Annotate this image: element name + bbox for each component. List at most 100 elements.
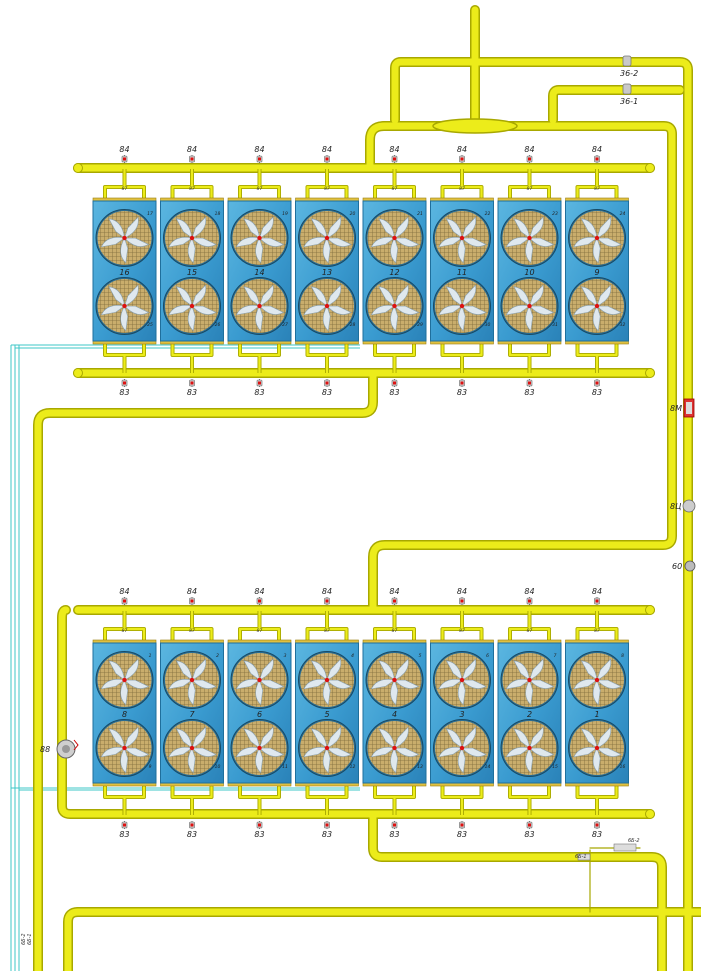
valve-60[interactable]: 60 (672, 560, 696, 572)
return-valve[interactable]: 83 (322, 821, 332, 839)
return-valve[interactable]: 83 (389, 821, 400, 839)
fan-icon (365, 277, 424, 335)
valve-label-84: 84 (187, 145, 197, 154)
supply-valve[interactable]: 84 (592, 145, 602, 163)
valve-label-84: 84 (592, 587, 602, 596)
supply-valve[interactable]: 84 (524, 145, 535, 163)
fan-number: 8 (621, 653, 624, 659)
return-valve[interactable]: 83 (187, 821, 197, 839)
return-valve[interactable]: 83 (389, 379, 400, 397)
fan-number: 23 (552, 211, 558, 217)
fan-number: 2 (216, 653, 219, 659)
fan-number: 7 (554, 653, 557, 659)
return-valve[interactable]: 83 (457, 821, 467, 839)
supply-valve[interactable]: 84 (322, 587, 332, 605)
unit-number: 8 (122, 710, 127, 719)
valve-label-83: 83 (457, 830, 467, 839)
return-valve[interactable]: 83 (457, 379, 467, 397)
supply-valve[interactable]: 84 (254, 145, 265, 163)
supply-valve[interactable]: 84 (389, 145, 400, 163)
unit-number: 4 (392, 710, 397, 719)
valve-label-83: 83 (119, 388, 129, 397)
supply-valve[interactable]: 84 (457, 587, 467, 605)
bridge-label: 87 (257, 628, 263, 634)
return-valve[interactable]: 83 (119, 379, 130, 397)
valve-8c[interactable]: 8Ц (670, 499, 696, 513)
valve-36-2[interactable]: 36-2 (620, 55, 638, 78)
return-valve[interactable]: 83 (254, 821, 265, 839)
valve-label-83: 83 (524, 830, 534, 839)
fan-icon (500, 651, 559, 709)
valve-6b-1[interactable]: 6Б-1 (575, 853, 591, 861)
fan-number: 20 (350, 211, 356, 217)
valve-88[interactable]: 88 (40, 739, 79, 759)
valve-label-83: 83 (187, 830, 197, 839)
return-valve[interactable]: 83 (119, 821, 130, 839)
return-valve[interactable]: 83 (592, 379, 602, 397)
unit-number: 3 (459, 710, 464, 719)
svg-text:6Б-2: 6Б-2 (628, 838, 640, 844)
supply-valve[interactable]: 84 (389, 587, 400, 605)
return-valve[interactable]: 83 (322, 379, 332, 397)
fan-number: 16 (620, 764, 626, 770)
return-valve[interactable]: 83 (524, 821, 535, 839)
fan-icon (163, 209, 221, 267)
supply-valve[interactable]: 84 (322, 145, 332, 163)
valve-8m[interactable]: 8M (670, 398, 695, 418)
unit-number: 14 (254, 268, 264, 277)
supply-valve[interactable]: 84 (119, 145, 130, 163)
svg-text:6Б-1: 6Б-1 (575, 854, 587, 860)
supply-valve[interactable]: 84 (592, 587, 602, 605)
return-valve[interactable]: 83 (187, 379, 197, 397)
fan-number: 1 (149, 653, 152, 659)
valve-label-84: 84 (119, 587, 129, 596)
supply-valve[interactable]: 84 (187, 145, 197, 163)
fan-icon (298, 651, 356, 709)
return-valve[interactable]: 83 (524, 379, 535, 397)
valve-label-84: 84 (322, 145, 332, 154)
fan-number: 22 (485, 211, 491, 217)
fan-number: 4 (351, 653, 354, 659)
bridge-label: 87 (527, 186, 533, 192)
valve-36-1[interactable]: 36-1 (620, 83, 638, 106)
fan-icon (365, 651, 424, 709)
return-valve[interactable]: 83 (592, 821, 602, 839)
return-valve[interactable]: 83 (254, 379, 265, 397)
supply-valve[interactable]: 84 (187, 587, 197, 605)
valve-label-83: 83 (322, 388, 332, 397)
fan-icon (163, 651, 221, 709)
bridge-label: 87 (257, 186, 263, 192)
fan-icon (500, 719, 559, 777)
supply-valve[interactable]: 84 (524, 587, 535, 605)
valve-label-83: 83 (119, 830, 129, 839)
cooler-bank-top: 8716172584838715182684838714192784838713… (92, 145, 629, 397)
fan-icon (433, 277, 491, 335)
unit-number: 15 (187, 268, 197, 277)
valve-6b-2[interactable]: 6Б-2 (613, 838, 640, 852)
fan-number: 3 (284, 653, 287, 659)
supply-valve[interactable]: 84 (119, 587, 130, 605)
bridge-label: 87 (594, 628, 600, 634)
fan-icon (230, 719, 289, 777)
fan-icon (95, 209, 154, 267)
fixed-valves: 36-2 36-1 8M 8Ц 60 88 (21, 55, 696, 945)
supply-valve[interactable]: 84 (457, 145, 467, 163)
supply-valve[interactable]: 84 (254, 587, 265, 605)
